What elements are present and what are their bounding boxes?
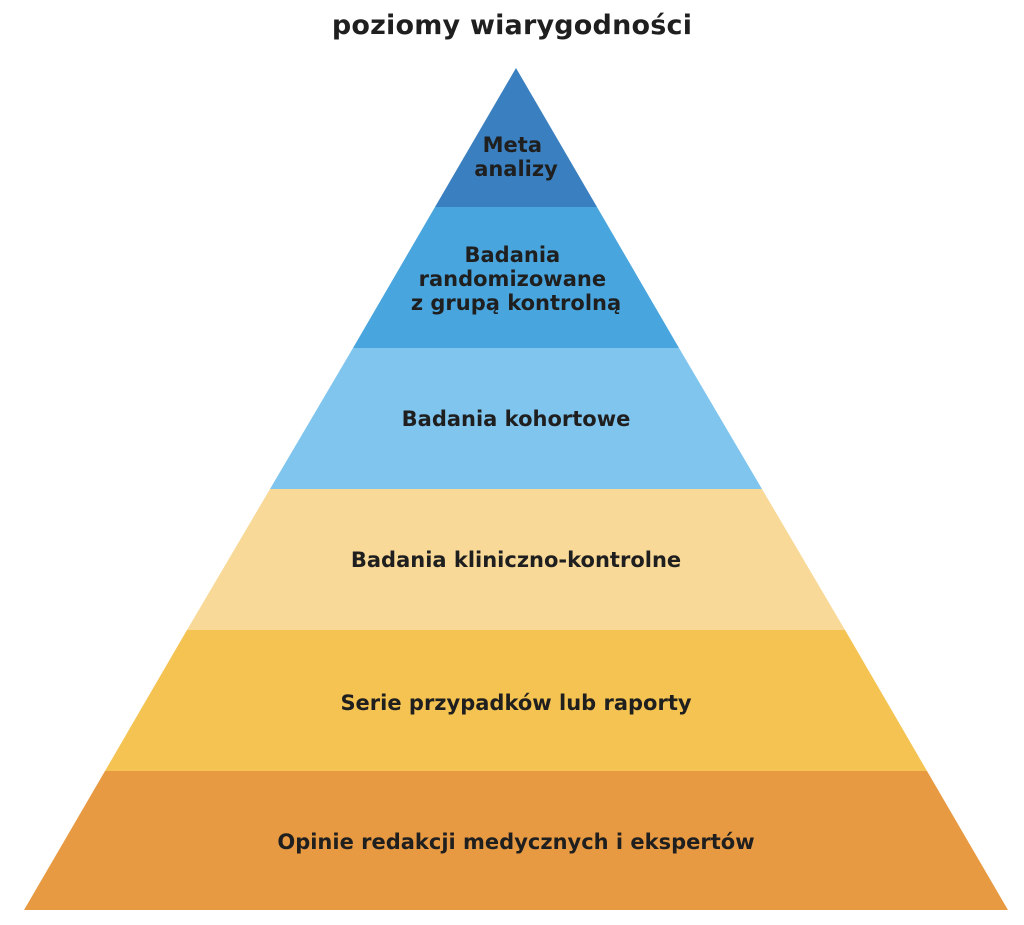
level-badania-kliniczno-kontrolne: Badania kliniczno-kontrolne bbox=[187, 489, 845, 630]
level-5-line-1: Serie przypadków lub raporty bbox=[340, 691, 691, 715]
level-6-line-1: Opinie redakcji medycznych i ekspertów bbox=[277, 830, 754, 854]
level-4-band bbox=[187, 489, 845, 630]
level-6-label: Opinie redakcji medycznych i ekspertów bbox=[277, 830, 754, 854]
level-opinie-ekspertow: Opinie redakcji medycznych i ekspertów bbox=[24, 771, 1008, 910]
level-badania-kohortowe: Badania kohortowe bbox=[270, 348, 762, 489]
level-1-line-2: analizy bbox=[474, 157, 558, 181]
level-3-line-1: Badania kohortowe bbox=[402, 407, 631, 431]
level-5-label: Serie przypadków lub raporty bbox=[340, 691, 691, 715]
level-1-band bbox=[435, 68, 597, 207]
diagram-title: poziomy wiarygodności bbox=[331, 10, 693, 41]
level-badania-randomizowane: Badania randomizowane z grupą kontrolną bbox=[353, 207, 679, 348]
level-2-line-1: Badania bbox=[464, 243, 560, 267]
level-serie-przypadkow: Serie przypadków lub raporty bbox=[105, 630, 927, 771]
level-meta-analizy: Meta analizy bbox=[435, 68, 597, 207]
level-4-line-1: Badania kliniczno-kontrolne bbox=[351, 548, 681, 572]
level-1-line-1: Meta bbox=[483, 133, 542, 157]
level-6-band bbox=[24, 771, 1008, 910]
level-3-band bbox=[270, 348, 762, 489]
level-2-band bbox=[353, 207, 679, 348]
level-2-label: Badania randomizowane z grupą kontrolną bbox=[411, 243, 621, 315]
level-5-band bbox=[105, 630, 927, 771]
level-1-label: Meta analizy bbox=[474, 133, 558, 181]
level-3-label: Badania kohortowe bbox=[402, 407, 631, 431]
level-4-label: Badania kliniczno-kontrolne bbox=[351, 548, 681, 572]
level-2-line-2: randomizowane bbox=[419, 267, 606, 291]
level-2-line-3: z grupą kontrolną bbox=[411, 291, 621, 315]
